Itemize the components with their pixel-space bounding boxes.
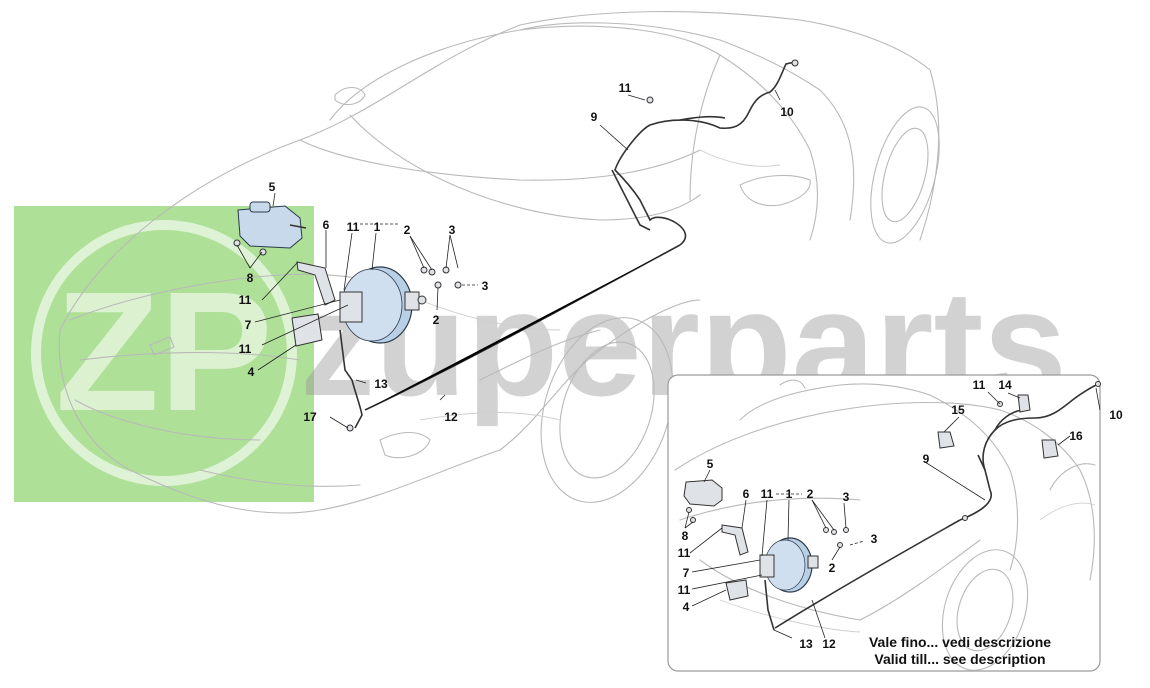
- inset-callout-11c: 11: [678, 583, 691, 597]
- inset-callout-6: 6: [743, 487, 750, 501]
- inset-callout-15: 15: [951, 403, 965, 417]
- inset-callout-13: 13: [799, 637, 813, 651]
- callout-12: 12: [444, 410, 458, 424]
- inset-callout-5: 5: [707, 457, 714, 471]
- leaders-inset: [684, 387, 1101, 639]
- callout-3: 3: [449, 223, 456, 237]
- callout-10: 10: [780, 105, 794, 119]
- inset-callout-3: 3: [843, 490, 850, 504]
- inset-callout-10: 10: [1109, 408, 1123, 422]
- inset-panel: 5 8 6 11 1 2 3 3 2 11 7 11 4 13 12 9 11 …: [667, 374, 1123, 672]
- brake-lines-inset[interactable]: [774, 381, 1101, 629]
- callout-1: 1: [374, 220, 381, 234]
- brake-booster-main[interactable]: [339, 266, 427, 344]
- reservoir-inset[interactable]: [683, 479, 723, 507]
- callout-13: 13: [374, 377, 388, 391]
- car-outline-main: [58, 11, 940, 514]
- callout-17: 17: [303, 410, 317, 424]
- pedal-bracket-main[interactable]: [291, 261, 363, 429]
- brake-booster-inset[interactable]: [721, 524, 819, 631]
- callout-11: 11: [347, 220, 360, 234]
- inset-callout-7: 7: [683, 566, 690, 580]
- inset-callout-1: 1: [786, 487, 793, 501]
- inset-callout-11d: 11: [973, 378, 986, 392]
- callout-8: 8: [247, 271, 254, 285]
- car-outline-inset: [674, 379, 1096, 671]
- inset-callout-11b: 11: [678, 546, 691, 560]
- leaders-main: [236, 89, 781, 429]
- inset-callout-2b: 2: [829, 561, 836, 575]
- brake-lines-main[interactable]: [346, 59, 799, 432]
- callout-11b: 11: [239, 293, 252, 307]
- callouts-inset: 5 8 6 11 1 2 3 3 2 11 7 11 4 13 12 9 11 …: [678, 378, 1123, 651]
- reservoir-main[interactable]: [237, 201, 307, 249]
- inset-callout-3b: 3: [871, 532, 878, 546]
- inset-frame: [667, 374, 1101, 672]
- inset-note-it: Vale fino... vedi descrizione: [869, 634, 1051, 650]
- inset-callout-11: 11: [761, 487, 774, 501]
- inset-callout-4: 4: [683, 600, 690, 614]
- inset-callout-14: 14: [998, 378, 1012, 392]
- inset-callout-16: 16: [1069, 429, 1083, 443]
- callout-5: 5: [269, 180, 276, 194]
- inset-callout-12: 12: [822, 637, 836, 651]
- callout-2b: 2: [433, 313, 440, 327]
- callout-3b: 3: [482, 279, 489, 293]
- callout-9: 9: [591, 110, 598, 124]
- watermark-logo-text: ZP: [55, 257, 272, 447]
- callout-4: 4: [248, 365, 255, 379]
- callouts-main: 5 8 6 11 1 2 3 3 2 11 7 11 4 13 12 17 9 …: [239, 81, 794, 424]
- inset-callout-8: 8: [682, 529, 689, 543]
- callout-11c: 11: [239, 342, 252, 356]
- callout-11d: 11: [619, 81, 632, 95]
- callout-7: 7: [245, 318, 252, 332]
- inset-note-en: Valid till... see description: [874, 651, 1045, 667]
- inset-callout-9: 9: [923, 452, 930, 466]
- callout-2: 2: [404, 223, 411, 237]
- callout-6: 6: [323, 218, 330, 232]
- small-fasteners-main[interactable]: [233, 239, 462, 289]
- inset-callout-2: 2: [807, 487, 814, 501]
